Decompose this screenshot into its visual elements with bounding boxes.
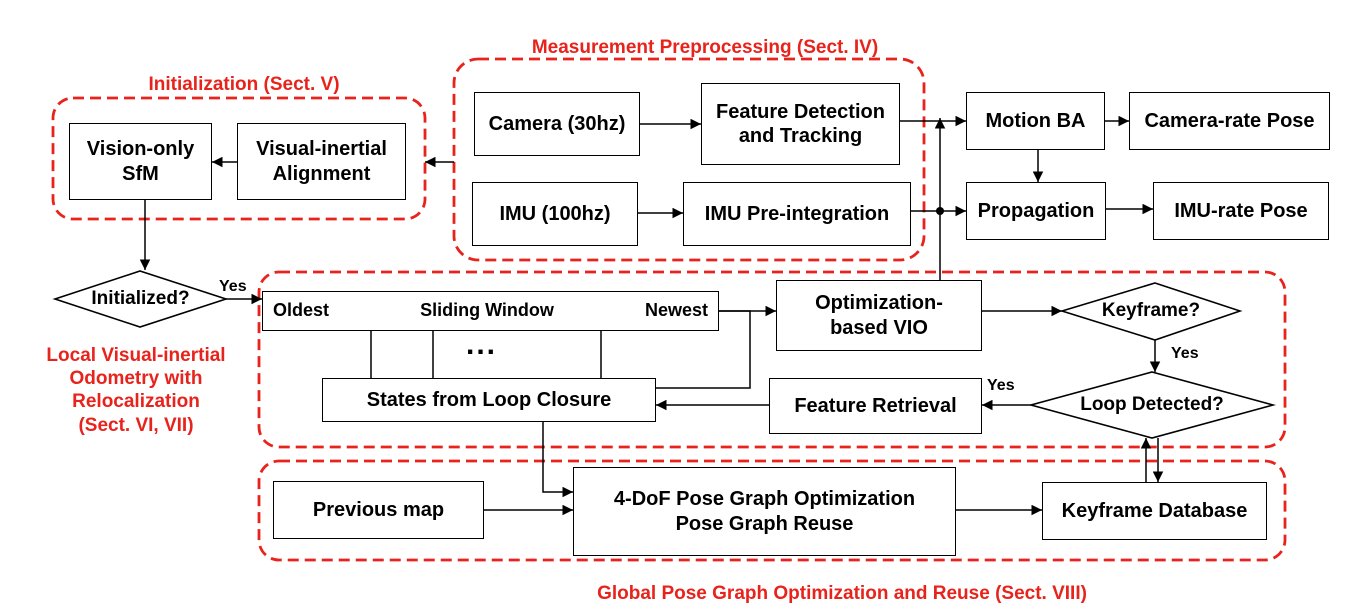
camera-rate-pose-block: Camera-rate Pose [1129, 92, 1330, 150]
arrow-loop-states-to-pose-graph [542, 422, 573, 498]
group-initialization-title: Initialization (Sect. V) [148, 74, 340, 95]
group-measurement-region [452, 57, 926, 262]
window-ellipsis: ... [466, 328, 498, 361]
window-newest-label: Newest [644, 300, 708, 321]
junction-dot [936, 207, 944, 215]
imu-rate-pose-block: IMU-rate Pose [1153, 182, 1329, 240]
connector-window-to-loop-states [656, 310, 751, 389]
imu-preintegration-block: IMU Pre-integration [683, 182, 911, 246]
keyframe-label: Keyframe? [1101, 300, 1201, 321]
yes-keyframe-label: Yes [1171, 345, 1199, 362]
loop-detected-label: Loop Detected? [1080, 394, 1224, 415]
keyframe-database-block: Keyframe Database [1042, 482, 1267, 540]
initialized-diamond [52, 270, 229, 328]
loop-states-block: States from Loop Closure [322, 378, 656, 422]
yes-loop-label: Yes [987, 377, 1015, 394]
pose-graph-block: 4-DoF Pose Graph Optimization Pose Graph… [573, 467, 956, 556]
optimization-vio-block: Optimization- based VIO [776, 280, 982, 351]
loop-detected-diamond [1027, 371, 1277, 439]
sliding-window-block: Oldest Sliding Window Newest [262, 291, 719, 331]
group-measurement-title: Measurement Preprocessing (Sect. IV) [531, 37, 879, 58]
group-local-vio-region [257, 270, 1287, 449]
vi-alignment-block: Visual-inertial Alignment [237, 123, 406, 200]
window-oldest-label: Oldest [273, 300, 330, 321]
vision-sfm-block: Vision-only SfM [69, 123, 212, 200]
initialized-label: Initialized? [91, 288, 190, 309]
feature-detection-block: Feature Detection and Tracking [701, 83, 900, 165]
group-global-title: Global Pose Graph Optimization and Reuse… [597, 583, 1087, 604]
camera-block: Camera (30hz) [474, 92, 640, 156]
previous-map-block: Previous map [273, 481, 484, 539]
motion-ba-block: Motion BA [966, 92, 1105, 150]
group-global-region [257, 459, 1287, 562]
yes-initialized-label: Yes [219, 278, 247, 295]
imu-block: IMU (100hz) [472, 182, 638, 246]
window-title-label: Sliding Window [420, 300, 554, 321]
propagation-block: Propagation [966, 182, 1106, 240]
group-local-vio-title: Local Visual-inertial Odometry with Relo… [46, 345, 226, 436]
feature-retrieval-block: Feature Retrieval [769, 378, 982, 434]
